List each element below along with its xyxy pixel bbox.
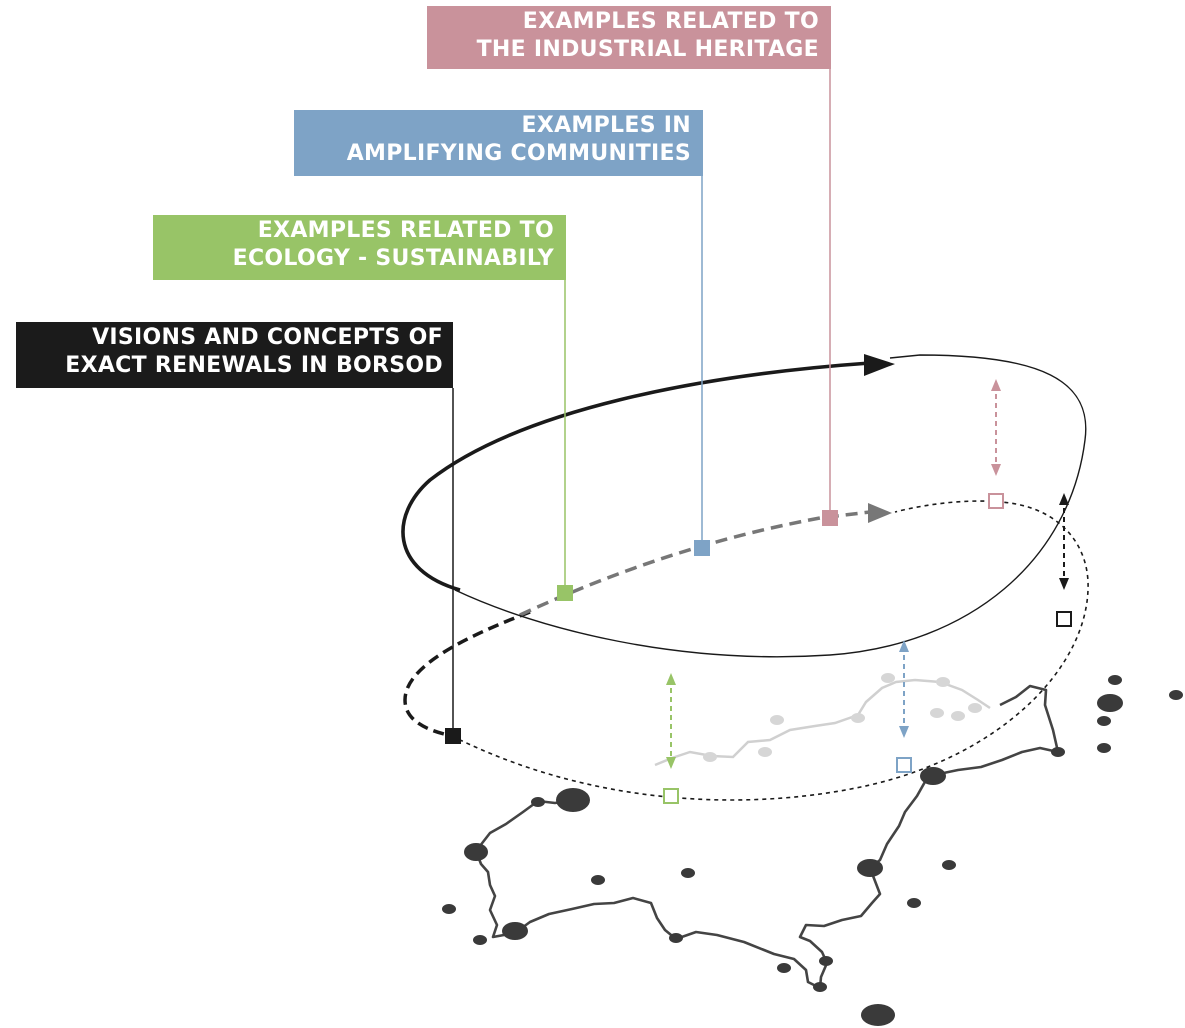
city-dot <box>942 860 956 870</box>
projection-dot <box>930 708 944 718</box>
city-dot <box>861 1004 895 1026</box>
projection-route <box>654 673 991 767</box>
city-dot <box>531 797 545 807</box>
upper-loop-thick <box>401 361 871 592</box>
label-visions-concepts: VISIONS AND CONCEPTS OF EXACT RENEWALS I… <box>16 322 453 388</box>
lower-loop-left-dashed <box>403 610 531 738</box>
projection-dot <box>968 703 982 713</box>
label-heritage-line1: EXAMPLES RELATED TO <box>522 9 819 34</box>
label-industrial-heritage: EXAMPLES RELATED TO THE INDUSTRIAL HERIT… <box>427 6 831 69</box>
city-dot <box>777 963 791 973</box>
city-dot <box>819 956 833 966</box>
projection-dot <box>951 711 965 721</box>
city-dot <box>813 982 827 992</box>
label-communities-line1: EXAMPLES IN <box>521 113 691 138</box>
city-dot <box>442 904 456 914</box>
hollow-marker-communities <box>896 757 912 773</box>
label-ecology-sustainability: EXAMPLES RELATED TO ECOLOGY - SUSTAINABI… <box>153 215 566 280</box>
city-dot <box>556 788 590 812</box>
label-ecology-line2: ECOLOGY - SUSTAINABILY <box>232 246 554 271</box>
projection-dot <box>851 713 865 723</box>
label-heritage-line2: THE INDUSTRIAL HERITAGE <box>476 37 819 62</box>
hollow-marker-visions <box>1056 611 1072 627</box>
label-ecology-line1: EXAMPLES RELATED TO <box>257 218 554 243</box>
projection-dot <box>758 747 772 757</box>
city-dot <box>1169 690 1183 700</box>
marker-ecology <box>557 585 573 601</box>
projection-dot <box>936 677 950 687</box>
city-dot <box>920 767 946 785</box>
marker-visions <box>445 728 461 744</box>
city-dot <box>1097 716 1111 726</box>
borsod-map-outline <box>474 684 1060 990</box>
city-dot <box>1108 675 1122 685</box>
city-dot <box>464 843 488 861</box>
city-dot <box>857 859 883 877</box>
label-communities-line2: AMPLIFYING COMMUNITIES <box>346 141 691 166</box>
label-visions-line2: EXACT RENEWALS IN BORSOD <box>65 353 443 378</box>
city-markers <box>442 675 1183 1026</box>
city-dot <box>591 875 605 885</box>
hollow-marker-ecology <box>663 788 679 804</box>
city-dot <box>907 898 921 908</box>
city-dot <box>669 933 683 943</box>
projection-dot <box>703 752 717 762</box>
city-dot <box>1051 747 1065 757</box>
trajectory-arrowhead <box>868 503 892 523</box>
marker-communities <box>694 540 710 556</box>
upper-loop-outline <box>454 354 1087 658</box>
city-dot <box>502 922 528 940</box>
projection-dot <box>770 715 784 725</box>
hollow-marker-heritage <box>988 493 1004 509</box>
label-amplifying-communities: EXAMPLES IN AMPLIFYING COMMUNITIES <box>294 110 703 176</box>
label-visions-line1: VISIONS AND CONCEPTS OF <box>92 325 443 350</box>
trajectory-dashed <box>519 510 871 617</box>
city-dot <box>681 868 695 878</box>
city-dot <box>1097 743 1111 753</box>
city-dot <box>1097 694 1123 712</box>
projection-dot <box>881 673 895 683</box>
city-dot <box>473 935 487 945</box>
upper-loop-arrowhead <box>864 354 895 376</box>
marker-heritage <box>822 510 838 526</box>
